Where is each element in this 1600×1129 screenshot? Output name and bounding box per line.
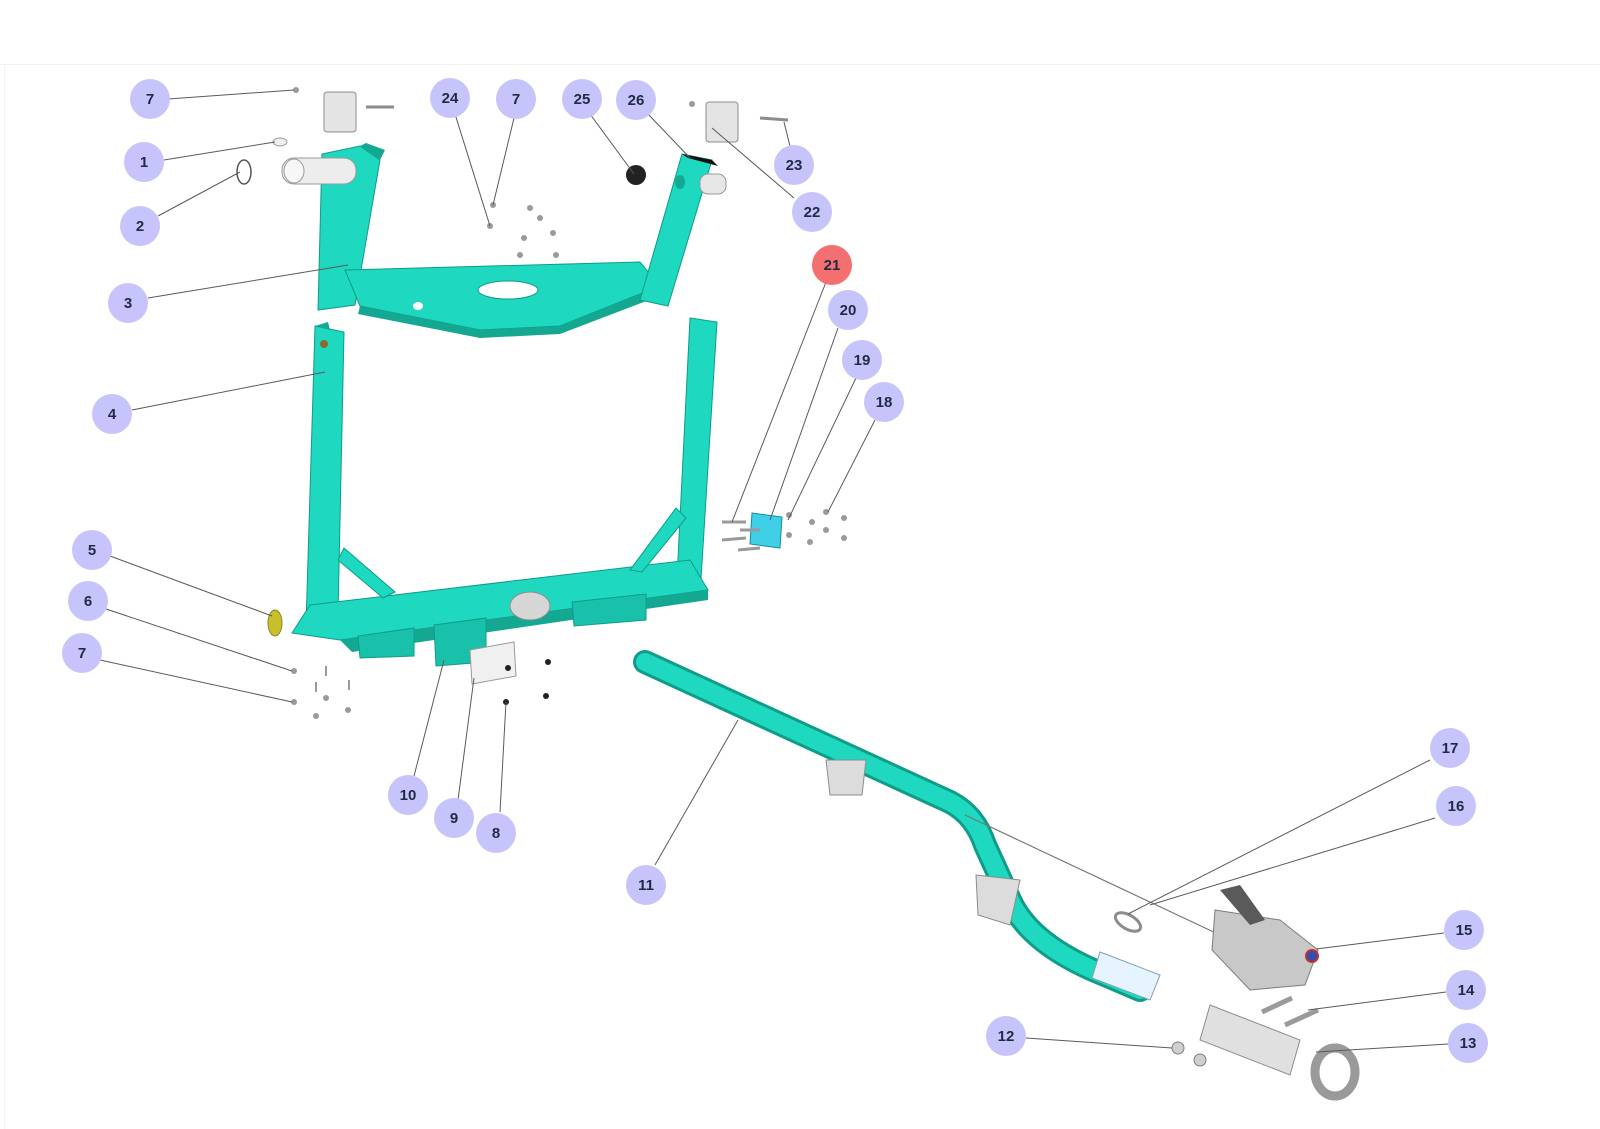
callout-part-18[interactable]: 18 <box>864 382 904 422</box>
callout-part-13[interactable]: 13 <box>1448 1023 1488 1063</box>
callout-label: 7 <box>146 91 154 108</box>
callout-label: 4 <box>108 406 117 423</box>
callout-label: 7 <box>78 645 86 662</box>
callout-label: 16 <box>1448 798 1465 815</box>
main-frame-part <box>291 317 718 667</box>
callout-part-7b[interactable]: 7 <box>496 79 536 119</box>
callout-label: 25 <box>574 91 591 108</box>
callout-part-26[interactable]: 26 <box>616 80 656 120</box>
callout-part-11[interactable]: 11 <box>626 865 666 905</box>
callout-part-1[interactable]: 1 <box>124 142 164 182</box>
callout-part-7c[interactable]: 7 <box>62 633 102 673</box>
drawbar-part <box>633 650 1221 1002</box>
callout-part-16[interactable]: 16 <box>1436 786 1476 826</box>
callout-part-2[interactable]: 2 <box>120 206 160 246</box>
coupling-head-part <box>1113 885 1319 991</box>
callout-label: 12 <box>998 1028 1015 1045</box>
callout-label: 1 <box>140 154 148 171</box>
callout-part-3[interactable]: 3 <box>108 283 148 323</box>
callout-label: 5 <box>88 542 96 559</box>
callout-label: 18 <box>876 394 893 411</box>
callout-label: 22 <box>804 204 821 221</box>
callout-label: 10 <box>400 787 417 804</box>
callout-part-21-selected[interactable]: 21 <box>812 245 852 285</box>
callout-label: 20 <box>840 302 857 319</box>
callout-label: 13 <box>1460 1035 1477 1052</box>
callout-part-17[interactable]: 17 <box>1430 728 1470 768</box>
top-toolbar-area <box>0 0 1600 65</box>
callout-label: 15 <box>1456 922 1473 939</box>
hardware-items <box>236 87 847 719</box>
callout-label: 6 <box>84 593 92 610</box>
callout-label: 19 <box>854 352 871 369</box>
towing-eye-part <box>1171 995 1360 1101</box>
callout-part-19[interactable]: 19 <box>842 340 882 380</box>
callout-label: 26 <box>628 92 645 109</box>
callout-part-23[interactable]: 23 <box>774 145 814 185</box>
callout-label: 23 <box>786 157 803 174</box>
callout-part-14[interactable]: 14 <box>1446 970 1486 1010</box>
callout-label: 21 <box>824 257 841 274</box>
callout-part-22[interactable]: 22 <box>792 192 832 232</box>
callouts: 7 1 2 3 4 24 7 25 26 23 22 <box>62 78 1488 1063</box>
callout-label: 11 <box>638 877 654 894</box>
callout-part-5[interactable]: 5 <box>72 530 112 570</box>
callout-part-4[interactable]: 4 <box>92 394 132 434</box>
diagram-canvas <box>4 65 1597 1129</box>
leader-lines <box>99 89 1449 1053</box>
callout-label: 24 <box>442 90 459 107</box>
callout-label: 8 <box>492 825 500 842</box>
callout-label: 7 <box>512 91 520 108</box>
callout-label: 3 <box>124 295 132 312</box>
callout-part-8[interactable]: 8 <box>476 813 516 853</box>
callout-label: 17 <box>1442 740 1459 757</box>
callout-part-6[interactable]: 6 <box>68 581 108 621</box>
callout-part-15[interactable]: 15 <box>1444 910 1484 950</box>
callout-part-20[interactable]: 20 <box>828 290 868 330</box>
callout-part-24[interactable]: 24 <box>430 78 470 118</box>
callout-label: 9 <box>450 810 458 827</box>
callout-part-7[interactable]: 7 <box>130 79 170 119</box>
callout-part-10[interactable]: 10 <box>388 775 428 815</box>
upper-frame-part <box>281 143 727 338</box>
callout-part-9[interactable]: 9 <box>434 798 474 838</box>
callout-label: 2 <box>136 218 144 235</box>
callout-label: 14 <box>1458 982 1475 999</box>
callout-part-12[interactable]: 12 <box>986 1016 1026 1056</box>
callout-part-25[interactable]: 25 <box>562 79 602 119</box>
